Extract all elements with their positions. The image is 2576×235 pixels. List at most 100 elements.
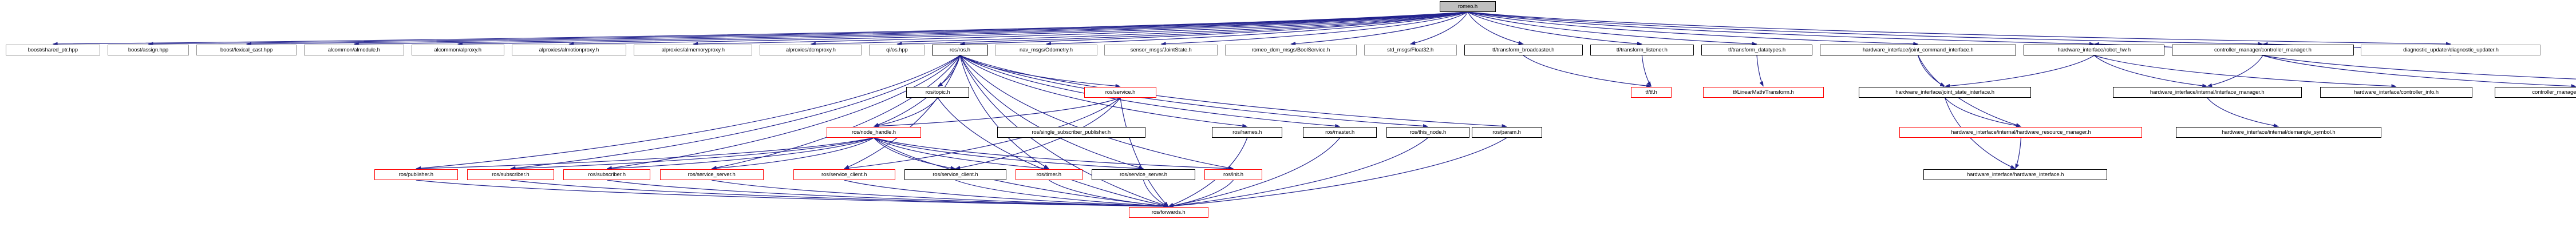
graph-node-n43[interactable]: ros/service_client.h xyxy=(793,169,895,180)
graph-node-n14[interactable]: std_msgs/Float32.h xyxy=(1364,45,1457,55)
graph-edge xyxy=(1918,55,1946,87)
graph-node-n40[interactable]: ros/subscriber.h xyxy=(467,169,554,180)
graph-node-label: controller_manager/controller_manager.h xyxy=(2214,46,2312,53)
graph-edge xyxy=(874,137,1144,171)
graph-node-n24[interactable]: tf/tf.h xyxy=(1630,87,1672,98)
graph-node-n0[interactable]: romeo.h xyxy=(1440,1,1496,12)
graph-node-n18[interactable]: hardware_interface/joint_command_interfa… xyxy=(1820,45,2017,55)
graph-node-n20[interactable]: controller_manager/controller_manager.h xyxy=(2172,45,2354,55)
graph-node-n45[interactable]: ros/timer.h xyxy=(1016,169,1082,180)
graph-node-label: hardware_interface/joint_command_interfa… xyxy=(1862,46,1974,53)
graph-node-n3[interactable]: boost/lexical_cast.hpp xyxy=(196,45,297,55)
graph-node-n7[interactable]: alproxies/almemoryproxy.h xyxy=(634,45,753,55)
graph-edge xyxy=(1467,11,2451,46)
graph-edge xyxy=(959,55,1428,128)
graph-node-label: controller_manager/controller_spec.h xyxy=(2532,89,2576,95)
graph-node-n22[interactable]: ros/topic.h xyxy=(906,87,970,98)
graph-node-n11[interactable]: nav_msgs/Odometry.h xyxy=(995,45,1097,55)
graph-edge xyxy=(2207,55,2263,87)
graph-node-label: hardware_interface/internal/demangle_sym… xyxy=(2222,129,2336,136)
graph-node-label: sensor_msgs/JointState.h xyxy=(1130,46,1192,53)
graph-node-label: hardware_interface/internal/hardware_res… xyxy=(1951,129,2091,136)
graph-edge xyxy=(711,55,961,170)
graph-edge xyxy=(1467,11,1757,46)
graph-node-n4[interactable]: alcommon/almodule.h xyxy=(303,45,404,55)
graph-edge xyxy=(1049,180,1169,208)
graph-node-label: alproxies/almemoryproxy.h xyxy=(661,46,725,53)
graph-edge xyxy=(844,55,961,169)
graph-node-n16[interactable]: tf/transform_listener.h xyxy=(1590,45,1694,55)
graph-node-n26[interactable]: hardware_interface/joint_state_interface… xyxy=(1859,87,2032,98)
graph-node-label: alproxies/dcmproxy.h xyxy=(785,46,836,53)
graph-node-n48[interactable]: hardware_interface/hardware_interface.h xyxy=(1923,169,2107,180)
graph-node-label: hardware_interface/robot_hw.h xyxy=(2057,46,2131,53)
graph-node-label: ros/this_node.h xyxy=(1409,129,1447,136)
graph-node-n35[interactable]: ros/this_node.h xyxy=(1386,127,1470,138)
graph-node-n12[interactable]: sensor_msgs/JointState.h xyxy=(1104,45,1218,55)
graph-node-n1[interactable]: boost/shared_ptr.hpp xyxy=(5,45,100,55)
graph-edge xyxy=(810,11,1468,46)
graph-node-n21[interactable]: diagnostic_updater/diagnostic_updater.h xyxy=(2361,45,2541,55)
graph-node-label: ros/single_subscriber_publisher.h xyxy=(1032,129,1111,136)
graph-node-label: ros/init.h xyxy=(1223,171,1243,178)
graph-edge xyxy=(1168,180,1234,208)
graph-node-n25[interactable]: tf/LinearMath/Transform.h xyxy=(1703,87,1824,98)
graph-edge xyxy=(353,11,1468,46)
graph-node-label: qi/os.hpp xyxy=(886,46,908,53)
graph-edge xyxy=(1120,97,1169,207)
graph-node-n8[interactable]: alproxies/dcmproxy.h xyxy=(760,45,862,55)
graph-node-label: hardware_interface/internal/interface_ma… xyxy=(2150,89,2265,95)
graph-node-n27[interactable]: hardware_interface/internal/interface_ma… xyxy=(2112,87,2302,98)
graph-node-n10[interactable]: ros/ros.h xyxy=(932,45,988,55)
graph-node-label: ros/service_server.h xyxy=(1119,171,1167,178)
graph-node-n36[interactable]: ros/param.h xyxy=(1471,127,1542,138)
graph-node-n5[interactable]: alcommon/alproxy.h xyxy=(411,45,504,55)
graph-node-n2[interactable]: boost/assign.hpp xyxy=(107,45,189,55)
graph-edge xyxy=(510,180,1169,209)
graph-node-n44[interactable]: ros/service_client.h xyxy=(904,169,1006,180)
graph-node-label: alcommon/alproxy.h xyxy=(434,46,481,53)
graph-node-n41[interactable]: ros/subscriber.h xyxy=(563,169,651,180)
graph-node-label: ros/subscriber.h xyxy=(588,171,626,178)
graph-edge xyxy=(937,55,961,87)
graph-node-n6[interactable]: alproxies/almotionproxy.h xyxy=(511,45,627,55)
graph-node-n39[interactable]: ros/publisher.h xyxy=(374,169,458,180)
graph-edge xyxy=(2015,137,2021,169)
graph-edge xyxy=(1143,180,1169,207)
graph-edge xyxy=(2262,55,2576,89)
graph-edge xyxy=(1046,11,1468,46)
graph-edge xyxy=(246,11,1468,46)
graph-node-n47[interactable]: ros/init.h xyxy=(1204,169,1262,180)
graph-node-n32[interactable]: ros/single_subscriber_publisher.h xyxy=(997,127,1145,138)
graph-edge xyxy=(2207,97,2279,128)
graph-edge xyxy=(874,137,1234,171)
graph-node-n13[interactable]: romeo_dcm_msgs/BoolService.h xyxy=(1224,45,1357,55)
graph-node-n9[interactable]: qi/os.hpp xyxy=(869,45,925,55)
graph-edge xyxy=(896,11,1468,46)
graph-node-n19[interactable]: hardware_interface/robot_hw.h xyxy=(2024,45,2165,55)
graph-node-n31[interactable]: ros/node_handle.h xyxy=(826,127,921,138)
graph-node-label: ros/service.h xyxy=(1105,89,1136,95)
graph-node-n49[interactable]: ros/forwards.h xyxy=(1128,207,1208,218)
graph-node-n34[interactable]: ros/master.h xyxy=(1302,127,1377,138)
graph-node-n38[interactable]: hardware_interface/internal/demangle_sym… xyxy=(2175,127,2382,138)
graph-edge xyxy=(52,11,1468,46)
graph-edge xyxy=(606,137,874,171)
graph-node-n37[interactable]: hardware_interface/internal/hardware_res… xyxy=(1899,127,2143,138)
graph-node-n15[interactable]: tf/transform_broadcaster.h xyxy=(1464,45,1583,55)
graph-node-label: boost/lexical_cast.hpp xyxy=(220,46,273,53)
graph-node-n28[interactable]: hardware_interface/controller_info.h xyxy=(2320,87,2472,98)
graph-node-n23[interactable]: ros/service.h xyxy=(1084,87,1157,98)
graph-edge xyxy=(1410,11,1468,45)
graph-edge xyxy=(693,11,1468,46)
graph-node-n46[interactable]: ros/service_server.h xyxy=(1091,169,1196,180)
graph-node-n17[interactable]: tf/transform_datatypes.h xyxy=(1701,45,1813,55)
graph-node-label: tf/transform_broadcaster.h xyxy=(1492,46,1555,53)
graph-node-label: ros/node_handle.h xyxy=(851,129,896,136)
graph-node-n33[interactable]: ros/names.h xyxy=(1212,127,1283,138)
graph-node-n29[interactable]: controller_manager/controller_spec.h xyxy=(2494,87,2576,98)
graph-node-label: boost/assign.hpp xyxy=(128,46,169,53)
graph-edge xyxy=(1641,55,1652,87)
graph-node-n42[interactable]: ros/service_server.h xyxy=(659,169,764,180)
